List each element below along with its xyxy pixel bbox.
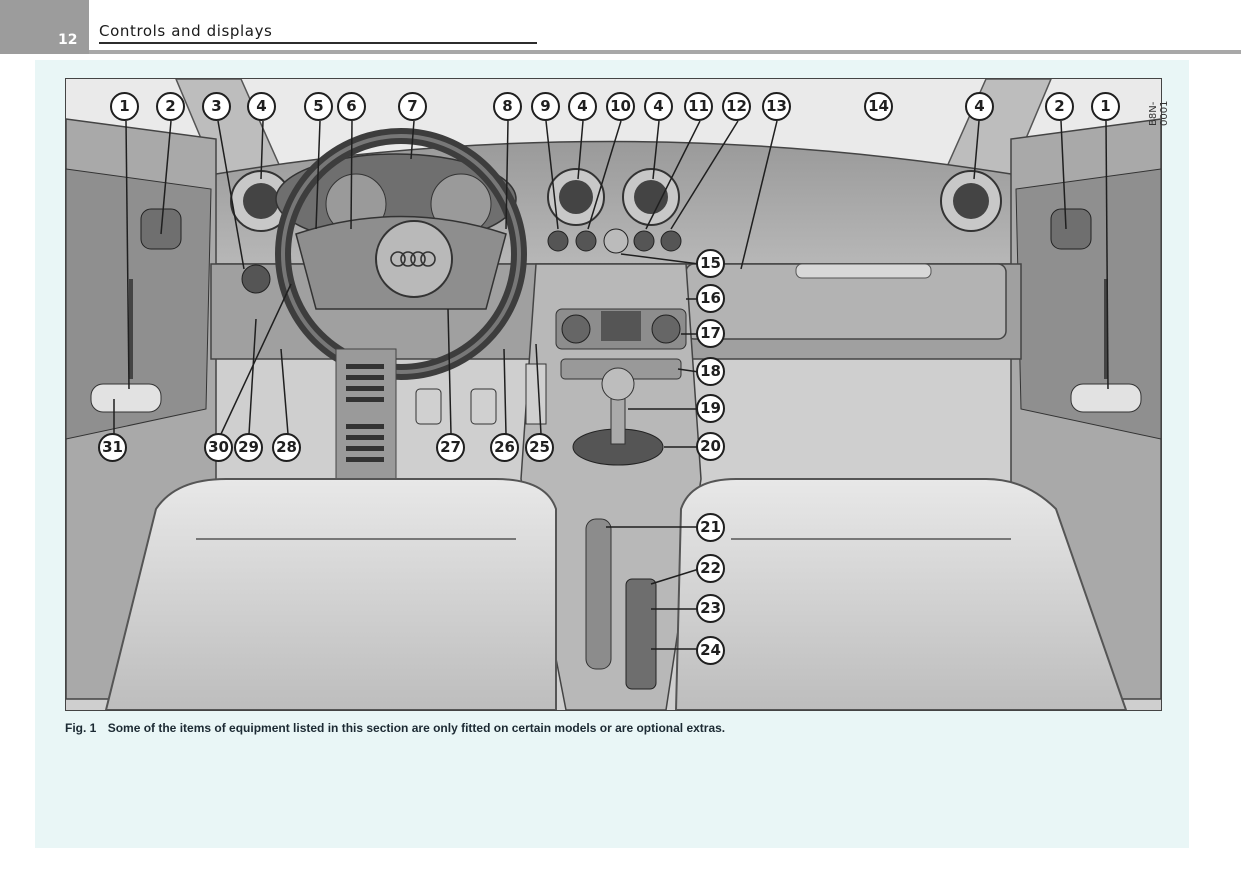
callout-1-left: 1: [110, 92, 139, 121]
page-number: 12: [58, 32, 78, 48]
callout-8: 8: [493, 92, 522, 121]
figure-caption: Fig. 1 Some of the items of equipment li…: [65, 721, 1155, 735]
page-number-tab: 12: [0, 0, 89, 54]
car-interior-illustration: [65, 78, 1162, 711]
callout-12: 12: [722, 92, 751, 121]
callout-31: 31: [98, 433, 127, 462]
callout-10: 10: [606, 92, 635, 121]
callout-27: 27: [436, 433, 465, 462]
callout-21: 21: [696, 513, 725, 542]
callout-4-b: 4: [568, 92, 597, 121]
figure-code: B8N-0001: [1148, 100, 1170, 126]
callout-2-right: 2: [1045, 92, 1074, 121]
callout-3: 3: [202, 92, 231, 121]
callout-20: 20: [696, 432, 725, 461]
callout-18: 18: [696, 357, 725, 386]
interior-drawing: [66, 79, 1161, 710]
callout-19: 19: [696, 394, 725, 423]
callout-4-d: 4: [965, 92, 994, 121]
callout-25: 25: [525, 433, 554, 462]
figure-label: Fig. 1: [65, 721, 97, 735]
callout-22: 22: [696, 554, 725, 583]
figure-caption-text: Some of the items of equipment listed in…: [107, 721, 726, 735]
callout-24: 24: [696, 636, 725, 665]
callout-9: 9: [531, 92, 560, 121]
callout-26: 26: [490, 433, 519, 462]
callout-28: 28: [272, 433, 301, 462]
header-rule: [89, 50, 1241, 54]
callout-4-a: 4: [247, 92, 276, 121]
callout-7: 7: [398, 92, 427, 121]
callout-11: 11: [684, 92, 713, 121]
callout-4-c: 4: [644, 92, 673, 121]
callout-16: 16: [696, 284, 725, 313]
callout-1-right: 1: [1091, 92, 1120, 121]
callout-15: 15: [696, 249, 725, 278]
callout-17: 17: [696, 319, 725, 348]
callout-23: 23: [696, 594, 725, 623]
callout-30: 30: [204, 433, 233, 462]
callout-6: 6: [337, 92, 366, 121]
callout-13: 13: [762, 92, 791, 121]
callout-29: 29: [234, 433, 263, 462]
callout-5: 5: [304, 92, 333, 121]
callout-2-left: 2: [156, 92, 185, 121]
callout-14: 14: [864, 92, 893, 121]
section-title: Controls and displays: [99, 22, 537, 44]
